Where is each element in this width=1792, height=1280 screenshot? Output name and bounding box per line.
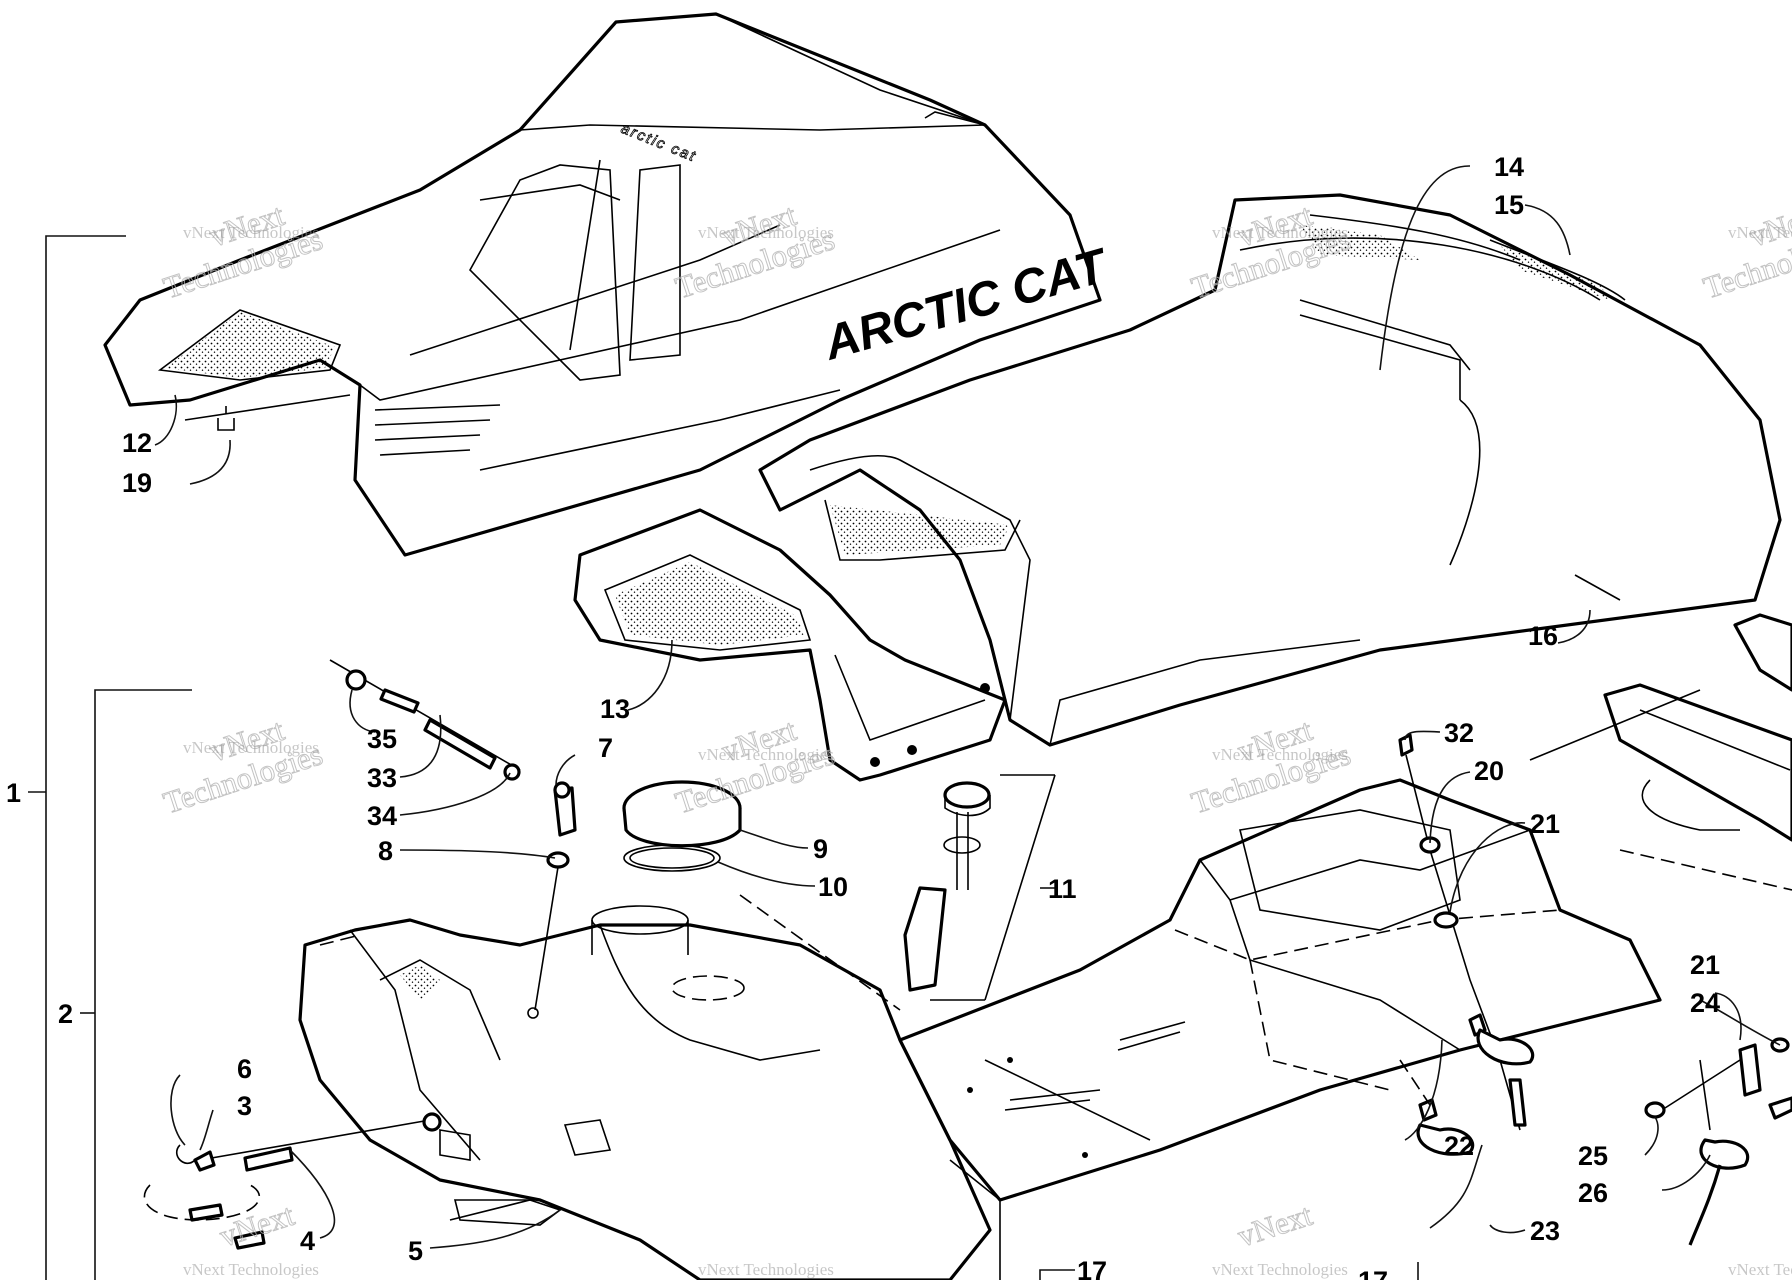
- callout-25[interactable]: 25: [1578, 1141, 1608, 1171]
- callout-14[interactable]: 14: [1494, 152, 1524, 182]
- watermark-small: vNext Technologies: [183, 738, 319, 757]
- callout-11[interactable]: 11: [1048, 874, 1077, 904]
- callout-labels: 1 2 3 4 5 6 7 8 9 10 11 12 13 14 15 16 1…: [6, 152, 1720, 1280]
- watermark-small: vNext Technologies: [1212, 1260, 1348, 1279]
- callout-24[interactable]: 24: [1690, 988, 1720, 1018]
- clip-part-19: [217, 406, 235, 431]
- callout-9[interactable]: 9: [813, 834, 828, 864]
- leader-lines: [154, 165, 1781, 1280]
- callout-16[interactable]: 16: [1528, 621, 1558, 651]
- callout-26[interactable]: 26: [1578, 1178, 1608, 1208]
- rear-seat: [758, 193, 1782, 747]
- vent-fitting-part-7: [553, 781, 577, 837]
- seat-trim-part-13: [573, 508, 1007, 782]
- gauge-guide-line: [739, 894, 901, 1011]
- callout-5[interactable]: 5: [408, 1236, 423, 1266]
- callout-19[interactable]: 19: [122, 468, 152, 498]
- watermark-small: vNext Technologies: [1212, 223, 1348, 242]
- callout-7[interactable]: 7: [598, 733, 613, 763]
- callout-15[interactable]: 15: [1494, 190, 1524, 220]
- callout-2[interactable]: 2: [58, 999, 73, 1029]
- taillight-assembly: [1529, 613, 1792, 891]
- watermark-small: vNext Technologies: [183, 1260, 319, 1279]
- watermark-small: vNext Technologies: [1728, 1260, 1792, 1279]
- callout-34[interactable]: 34: [367, 801, 397, 831]
- callout-1[interactable]: 1: [6, 778, 21, 808]
- assembly-bracket-1: [28, 235, 126, 1280]
- watermark-small: vNext Technologies: [183, 223, 319, 242]
- callout-6[interactable]: 6: [237, 1054, 252, 1084]
- fuel-cap-part-9: [622, 780, 742, 848]
- callout-35[interactable]: 35: [367, 724, 397, 754]
- watermark-small: vNext Technologies: [1212, 745, 1348, 764]
- fuel-tank: [298, 905, 992, 1280]
- watermark-small: vNext Technologies: [698, 223, 834, 242]
- callout-4[interactable]: 4: [300, 1226, 315, 1256]
- callout-22[interactable]: 22: [1444, 1131, 1474, 1161]
- callout-21a[interactable]: 21: [1530, 809, 1560, 839]
- watermark-line1: vNext: [1233, 1197, 1316, 1254]
- callout-17b[interactable]: 17: [1358, 1266, 1388, 1280]
- vent-hose-assembly: [329, 659, 521, 781]
- callout-17a[interactable]: 17: [1077, 1256, 1107, 1280]
- hardware-stack-right: [1644, 1037, 1792, 1246]
- callout-10[interactable]: 10: [818, 872, 848, 902]
- callout-12[interactable]: 12: [122, 428, 152, 458]
- watermark-small: vNext Technologies: [1728, 223, 1792, 242]
- hardware-stack-center: [1398, 733, 1535, 1156]
- watermark-small: vNext Technologies: [698, 745, 834, 764]
- watermark-small: vNext Technologies: [698, 1260, 834, 1279]
- callout-21b[interactable]: 21: [1690, 950, 1720, 980]
- callout-33[interactable]: 33: [367, 763, 397, 793]
- callout-32[interactable]: 32: [1444, 718, 1474, 748]
- callout-3[interactable]: 3: [237, 1091, 252, 1121]
- fuel-gauge-part-11: [903, 774, 1056, 1001]
- seat-bar-part-16: [1574, 574, 1621, 601]
- callout-8[interactable]: 8: [378, 836, 393, 866]
- fuel-line-assembly: [143, 1112, 561, 1250]
- grommet-part-8: [527, 851, 570, 1019]
- callout-13[interactable]: 13: [600, 694, 630, 724]
- callout-23[interactable]: 23: [1530, 1216, 1560, 1246]
- callout-20[interactable]: 20: [1474, 756, 1504, 786]
- assembly-bracket-2: [80, 689, 192, 1280]
- seat-base-pan: [898, 778, 1662, 1280]
- cap-seal-part-10: [623, 844, 721, 872]
